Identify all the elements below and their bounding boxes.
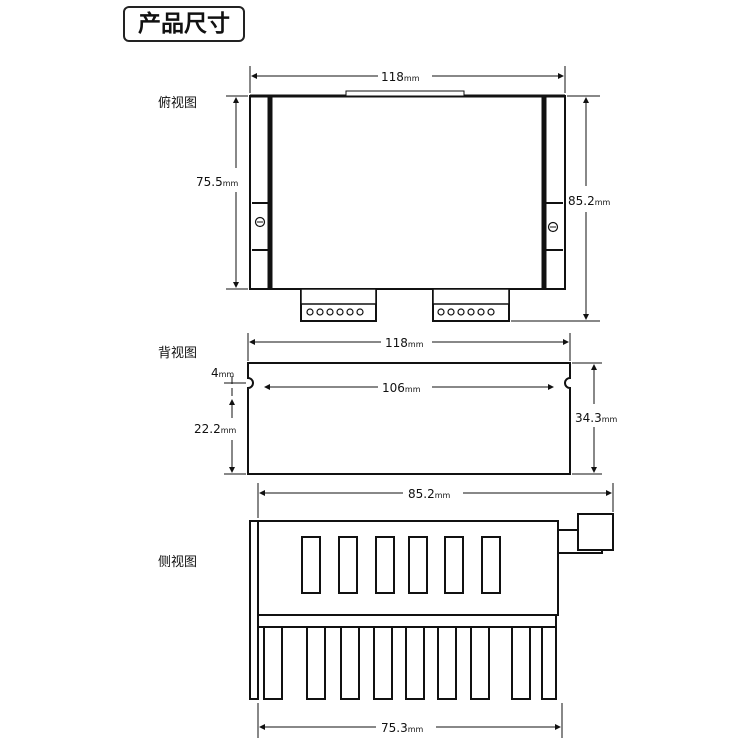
back-height-dimension bbox=[572, 362, 602, 475]
page-title: 产品尺寸 bbox=[123, 6, 245, 42]
side-top-width-dimension bbox=[257, 483, 614, 518]
top-inner-height-value: 75.5mm bbox=[196, 175, 239, 189]
terminal-block-left bbox=[300, 288, 377, 322]
top-width-value: 118mm bbox=[381, 70, 420, 84]
side-bottom-width-dimension bbox=[257, 703, 563, 738]
top-width-dimension bbox=[249, 66, 566, 93]
top-view-body bbox=[249, 90, 566, 290]
side-view-body bbox=[249, 513, 614, 700]
back-view-label: 背视图 bbox=[158, 346, 197, 361]
side-top-width-value: 85.2mm bbox=[408, 487, 451, 501]
top-total-height-dimension bbox=[511, 95, 600, 322]
hole-offset-dimension bbox=[224, 376, 246, 396]
back-width-dimension bbox=[247, 333, 571, 361]
back-height-value: 34.3mm bbox=[575, 411, 618, 425]
top-view-label: 俯视图 bbox=[158, 95, 197, 111]
mount-screw-right-icon bbox=[547, 221, 559, 233]
hole-offset-value: 4mm bbox=[211, 366, 234, 380]
lower-height-dimension bbox=[224, 399, 246, 475]
back-view-body bbox=[247, 362, 571, 475]
mount-screw-left-icon bbox=[254, 216, 266, 228]
side-bottom-width-value: 75.3mm bbox=[381, 721, 424, 735]
top-total-height-value: 85.2mm bbox=[568, 194, 611, 208]
side-view-label: 侧视图 bbox=[158, 555, 197, 570]
terminal-block-right bbox=[432, 288, 510, 322]
hole-spacing-value: 106mm bbox=[382, 381, 421, 395]
top-inner-height-dimension bbox=[226, 95, 248, 290]
back-width-value: 118mm bbox=[385, 336, 424, 350]
lower-height-value: 22.2mm bbox=[194, 422, 237, 436]
